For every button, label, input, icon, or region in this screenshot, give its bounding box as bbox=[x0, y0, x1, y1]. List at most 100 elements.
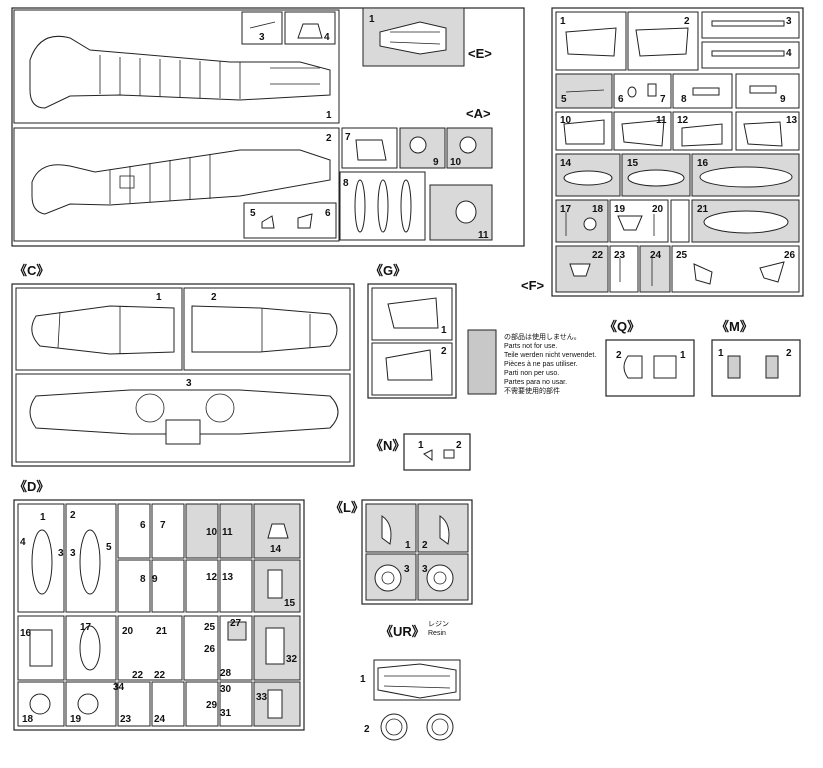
num-f13: 13 bbox=[786, 115, 798, 126]
num-f18: 18 bbox=[592, 204, 604, 215]
part-d16 bbox=[29, 629, 53, 667]
part-f6 bbox=[627, 86, 637, 98]
num-f24: 24 bbox=[650, 250, 662, 261]
sprue-d-cell-10 bbox=[185, 503, 219, 559]
num-f12: 12 bbox=[677, 115, 689, 126]
part-f15 bbox=[627, 169, 685, 187]
num-d3b: 3 bbox=[70, 548, 76, 559]
part-d33 bbox=[267, 689, 283, 719]
note-zh: 不需要使用的部件 bbox=[504, 386, 560, 395]
propeller-blade-1 bbox=[354, 179, 366, 233]
sprue-g-frame bbox=[367, 283, 457, 399]
sprue-f-cell-24 bbox=[639, 245, 671, 293]
num-f17: 17 bbox=[560, 204, 572, 215]
note-it: Parti non per uso. bbox=[504, 370, 559, 377]
sprue-e-label: <E> bbox=[468, 46, 492, 61]
sprue-g: 《G》 1 2 bbox=[367, 263, 457, 399]
sprue-d-cell-9 bbox=[151, 559, 185, 613]
num-d18: 18 bbox=[22, 714, 34, 725]
part-d32 bbox=[265, 627, 285, 665]
sprue-a-frame bbox=[11, 7, 525, 247]
sprue-q-label: 《Q》 bbox=[604, 319, 640, 334]
part-f18 bbox=[583, 217, 597, 231]
part-f16 bbox=[699, 166, 793, 188]
part-d27 bbox=[227, 621, 247, 641]
num-d22a: 22 bbox=[132, 670, 144, 681]
num-n1: 1 bbox=[418, 440, 424, 451]
sprue-d-cell-7 bbox=[151, 503, 185, 559]
num-d12: 12 bbox=[206, 572, 218, 583]
num-m1: 1 bbox=[718, 348, 724, 359]
sprue-n-frame bbox=[403, 433, 471, 471]
num-c3: 3 bbox=[186, 378, 192, 389]
num-a8: 8 bbox=[343, 178, 349, 189]
num-n2: 2 bbox=[456, 440, 462, 451]
num-f2: 2 bbox=[684, 16, 690, 27]
num-f25: 25 bbox=[676, 250, 688, 261]
num-f7: 7 bbox=[660, 94, 666, 105]
part-q2 bbox=[623, 355, 643, 379]
sprue-a-cell-5-6 bbox=[243, 202, 337, 239]
part-g1 bbox=[387, 297, 439, 329]
part-q1 bbox=[653, 355, 677, 379]
sprue-l-cell-1 bbox=[365, 503, 417, 553]
part-f11 bbox=[621, 119, 665, 147]
sprue-ur-label: 《UR》 bbox=[380, 624, 425, 639]
num-d26: 26 bbox=[204, 644, 216, 655]
num-f3: 3 bbox=[786, 16, 792, 27]
num-a5: 5 bbox=[250, 208, 256, 219]
num-f21: 21 bbox=[697, 204, 709, 215]
sprue-g-cell-1 bbox=[371, 287, 453, 341]
part-e1 bbox=[379, 21, 447, 55]
part-f9 bbox=[749, 85, 777, 94]
sprue-c: 《C》 1 2 3 bbox=[11, 263, 355, 467]
wheel-hub-1 bbox=[374, 564, 402, 592]
num-e1: 1 bbox=[369, 14, 375, 25]
part-l2 bbox=[439, 515, 450, 545]
num-d7: 7 bbox=[160, 520, 166, 531]
num-d8: 8 bbox=[140, 574, 146, 585]
sprue-d-frame bbox=[13, 499, 305, 731]
sprue-a: 1 2 3 4 5 6 7 8 9 10 11 <A> bbox=[11, 7, 525, 247]
num-a9: 9 bbox=[433, 157, 439, 168]
num-d6: 6 bbox=[140, 520, 146, 531]
num-a3: 3 bbox=[259, 32, 265, 43]
part-f1 bbox=[565, 27, 617, 57]
num-d16: 16 bbox=[20, 628, 32, 639]
note-en: Parts not for use. bbox=[504, 343, 557, 350]
num-d23: 23 bbox=[120, 714, 132, 725]
part-f25 bbox=[693, 263, 713, 285]
num-d28: 28 bbox=[220, 668, 232, 679]
num-f26: 26 bbox=[784, 250, 796, 261]
sprue-ur-sub-en: Resin bbox=[428, 630, 446, 637]
sprue-n: 《N》 1 2 bbox=[370, 433, 471, 471]
sprue-f-frame bbox=[551, 7, 804, 297]
part-m2 bbox=[765, 355, 779, 379]
num-d22b: 22 bbox=[154, 670, 166, 681]
sprue-d-cell-6 bbox=[117, 503, 151, 559]
sprue-d-cell-8 bbox=[117, 559, 151, 613]
num-f6: 6 bbox=[618, 94, 624, 105]
num-a7: 7 bbox=[345, 132, 351, 143]
note-es: Partes para no usar. bbox=[504, 379, 567, 386]
num-f9: 9 bbox=[780, 94, 786, 105]
num-d14: 14 bbox=[270, 544, 282, 555]
num-d21: 21 bbox=[156, 626, 168, 637]
sprue-d-cell-18 bbox=[17, 681, 65, 727]
fuselage-right-half bbox=[31, 149, 331, 215]
sprue-f-cell-6-7 bbox=[613, 73, 672, 109]
num-g2: 2 bbox=[441, 346, 447, 357]
num-a10: 10 bbox=[450, 157, 462, 168]
num-f23: 23 bbox=[614, 250, 626, 261]
sprue-f-cell-23 bbox=[609, 245, 639, 293]
sprue-f-label: <F> bbox=[521, 278, 545, 293]
sprue-l-frame bbox=[361, 499, 473, 605]
num-l3b: 3 bbox=[422, 564, 428, 575]
num-d31: 31 bbox=[220, 708, 232, 719]
num-f4: 4 bbox=[786, 48, 792, 59]
wing-lower bbox=[29, 389, 339, 435]
num-f20: 20 bbox=[652, 204, 664, 215]
num-d25: 25 bbox=[204, 622, 216, 633]
sprue-c-label: 《C》 bbox=[14, 263, 49, 278]
num-l1: 1 bbox=[405, 540, 411, 551]
